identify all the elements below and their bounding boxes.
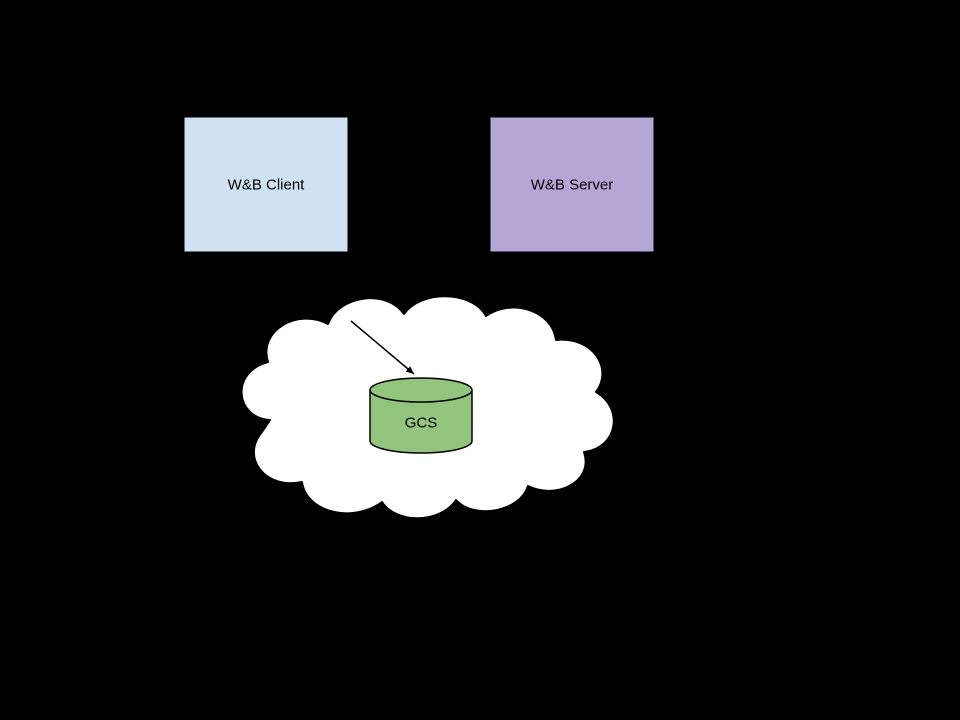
wb-server-box [490,117,654,252]
wb-client-box [184,117,348,252]
cloud-shape-border [240,295,615,520]
gcs-cylinder-top [370,378,472,402]
gcs-cylinder-top-border [369,377,473,403]
gcs-label: GCS [405,415,438,432]
wb-server-label: W&B Server [531,177,614,194]
cloud-to-gcs-arrow [350,320,415,375]
gcs-cylinder-body [370,390,472,453]
gcs-cylinder-body-border [369,390,473,454]
wb-server-box-border [489,116,655,253]
wb-client-label: W&B Client [228,177,306,194]
wb-client-box-border [183,116,349,253]
